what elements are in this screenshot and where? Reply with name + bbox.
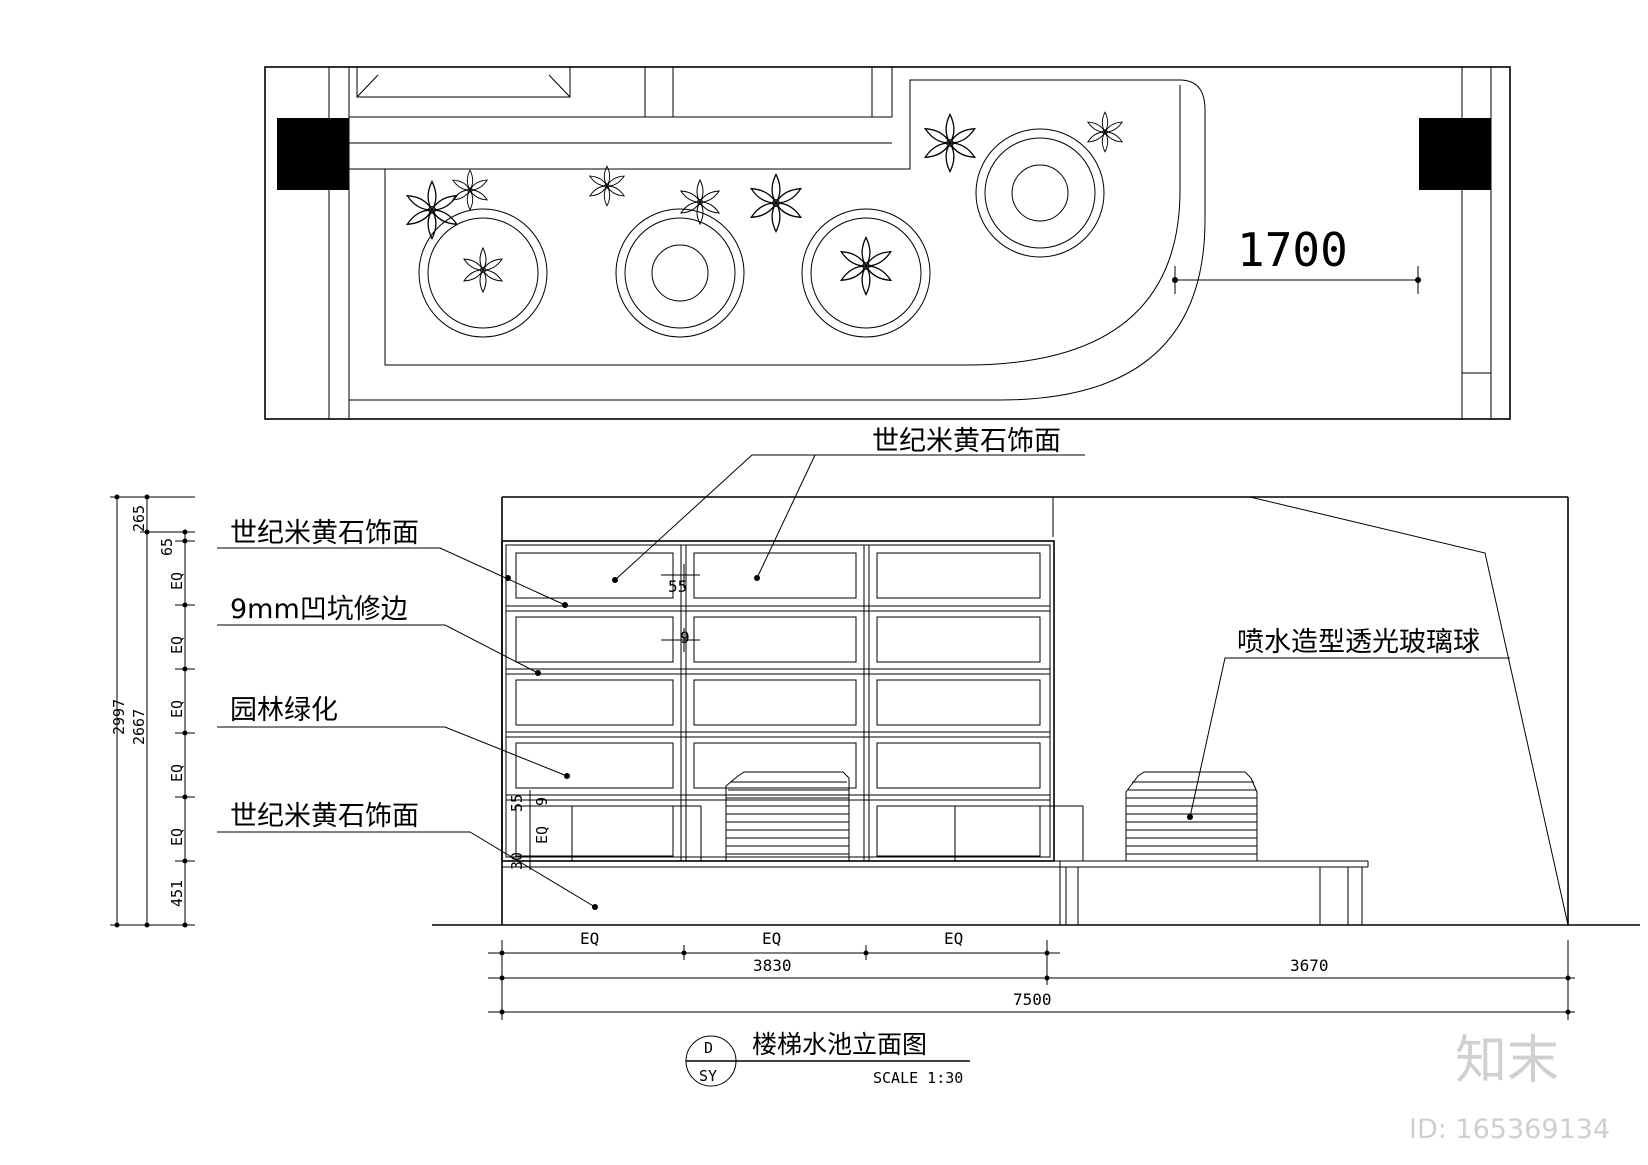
leader-lines bbox=[217, 454, 1510, 908]
vdim-total-inner: 2667 bbox=[130, 709, 148, 745]
watermark-logo: 知末 bbox=[1455, 1031, 1559, 1091]
symbol-top-text: D bbox=[704, 1039, 713, 1057]
drawing-title: 楼梯水池立面图 bbox=[752, 1030, 927, 1059]
fountain-ball-right bbox=[1125, 771, 1258, 862]
vdim-eq-2: EQ bbox=[168, 636, 186, 654]
vdim-bottom: 451 bbox=[168, 880, 186, 907]
label-left-material-1: 世纪米黄石饰面 bbox=[230, 518, 419, 549]
inner-dim-30: 30 bbox=[508, 852, 526, 870]
pool-plinth bbox=[502, 860, 1369, 925]
hdim-eq-3: EQ bbox=[944, 929, 963, 948]
inner-dim-9: 9 bbox=[680, 628, 690, 647]
vdim-eq-3: EQ bbox=[168, 700, 186, 718]
inner-dim-9b: 9 bbox=[533, 797, 551, 806]
symbol-bottom-text: SY bbox=[699, 1067, 717, 1085]
hdim-left-width: 3830 bbox=[753, 956, 792, 975]
inner-dim-55: 55 bbox=[668, 577, 687, 596]
title-block: D SY 楼梯水池立面图 SCALE 1:30 bbox=[685, 1030, 970, 1087]
plan-column-left bbox=[277, 118, 349, 190]
watermark-id: ID: 165369134 bbox=[1409, 1114, 1610, 1145]
vdim-top: 265 bbox=[130, 505, 148, 532]
label-left-material-2: 世纪米黄石饰面 bbox=[230, 801, 419, 832]
elevation-view: 55 9 55 9 EQ 30 世纪米黄石饰面 世纪米黄石饰面 bbox=[110, 426, 1640, 1020]
hdim-total: 7500 bbox=[1013, 990, 1052, 1009]
panel-grid bbox=[506, 545, 1084, 862]
hdim-right-width: 3670 bbox=[1290, 956, 1329, 975]
plan-dimension-label: 1700 bbox=[1237, 223, 1348, 277]
label-fountain-ball: 喷水造型透光玻璃球 bbox=[1237, 627, 1480, 658]
hdim-eq-1: EQ bbox=[580, 929, 599, 948]
vdim-total-outer: 2997 bbox=[110, 699, 128, 735]
vdim-top-small: 65 bbox=[158, 538, 176, 556]
label-top-material: 世纪米黄石饰面 bbox=[872, 426, 1061, 457]
label-landscaping: 园林绿化 bbox=[230, 695, 338, 726]
vdim-eq-1: EQ bbox=[168, 572, 186, 590]
plant-symbols bbox=[404, 111, 1124, 296]
hdim-eq-2: EQ bbox=[762, 929, 781, 948]
label-groove-trim: 9mm凹坑修边 bbox=[230, 594, 408, 625]
plan-column-right bbox=[1419, 118, 1491, 190]
fountain-ball-left bbox=[725, 771, 850, 862]
inner-dim-55b: 55 bbox=[508, 794, 526, 812]
plan-view: 1700 bbox=[264, 66, 1511, 420]
drawing-scale: SCALE 1:30 bbox=[873, 1069, 963, 1087]
inner-dim-eq: EQ bbox=[533, 826, 551, 844]
vdim-eq-5: EQ bbox=[168, 828, 186, 846]
stone-panel-frame bbox=[501, 540, 1055, 862]
vdim-eq-4: EQ bbox=[168, 764, 186, 782]
watermark: 知末 ID: 165369134 bbox=[1409, 1031, 1610, 1145]
